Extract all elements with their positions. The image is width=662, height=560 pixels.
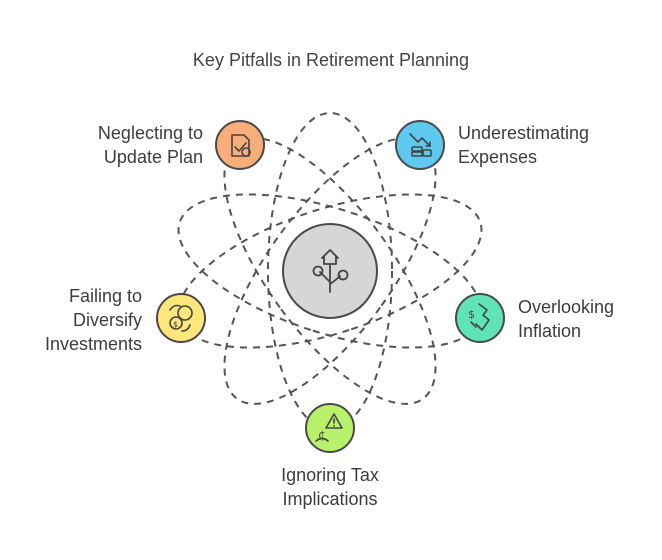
inflation-dollar-icon: $ xyxy=(468,303,490,331)
growth-plant-home-icon xyxy=(312,249,349,293)
center-hub xyxy=(282,223,378,319)
orbit-ring xyxy=(267,112,393,430)
orbit-ring xyxy=(177,193,483,349)
label-line: Diversify xyxy=(72,310,142,330)
label-overlooking: Overlooking Inflation xyxy=(518,295,614,343)
label-ignoring: Ignoring Tax Implications xyxy=(230,463,430,511)
label-line: Neglecting to xyxy=(97,123,203,143)
money-decline-icon xyxy=(409,133,432,157)
node-underestimating xyxy=(395,120,445,170)
label-failing: Failing to Diversify Investments xyxy=(45,284,142,356)
label-line: Overlooking xyxy=(518,297,615,317)
label-line: Expenses xyxy=(458,147,538,167)
orbit-rings xyxy=(177,112,483,430)
tax-warning-icon: ¢ xyxy=(315,413,343,442)
node-neglecting xyxy=(215,120,265,170)
orbit-ring xyxy=(223,137,437,405)
label-line: Update Plan xyxy=(103,147,203,167)
label-line: Ignoring Tax xyxy=(281,465,379,485)
label-line: Investments xyxy=(44,334,142,354)
orbit-ring xyxy=(223,137,437,405)
orbit-ring xyxy=(177,193,483,349)
label-line: Inflation xyxy=(518,321,582,341)
svg-text:¢: ¢ xyxy=(318,428,326,442)
document-edit-icon xyxy=(231,134,251,157)
node-ignoring: ¢ xyxy=(305,403,355,453)
svg-text:$: $ xyxy=(173,320,178,329)
node-failing: $ xyxy=(156,293,206,343)
node-overlooking: $ xyxy=(455,293,505,343)
svg-text:$: $ xyxy=(468,308,475,321)
label-line: Implications xyxy=(282,489,378,509)
diversify-coins-icon: $ xyxy=(169,304,193,332)
label-line: Failing to xyxy=(68,286,142,306)
diagram-title: Key Pitfalls in Retirement Planning xyxy=(192,50,470,70)
label-line: Underestimating xyxy=(458,123,590,143)
label-underestimating: Underestimating Expenses xyxy=(458,121,589,169)
label-neglecting: Neglecting to Update Plan xyxy=(98,121,203,169)
